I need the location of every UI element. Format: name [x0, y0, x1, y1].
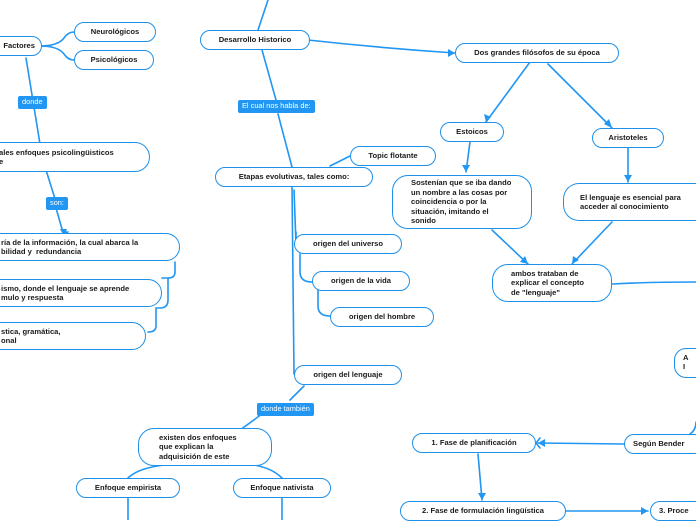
node-teoria-informacion[interactable]: ría de la información, la cual abarca la… [0, 233, 180, 261]
node-enfoque-nativista[interactable]: Enfoque nativista [233, 478, 331, 498]
tag-donde-tambien: donde también [257, 403, 314, 416]
node-psicologicos[interactable]: Psicológicos [74, 50, 154, 70]
arrowhead [604, 119, 612, 128]
arrowhead [478, 493, 486, 500]
node-lenguaje-esencial[interactable]: El lenguaje es esencial para acceder al … [563, 183, 696, 221]
arrowhead [520, 256, 528, 264]
node-enfoque-empirista[interactable]: Enfoque empirista [76, 478, 180, 498]
node-enfoques-psicolinguisticos[interactable]: ales enfoques psicolingüisticos e [0, 142, 150, 172]
tag-el-cual-nos-habla: El cual nos habla de: [238, 100, 315, 113]
connector [39, 45, 75, 61]
arrowhead [462, 165, 470, 172]
tag-son: son: [46, 197, 68, 210]
node-dos-grandes-filosofos[interactable]: Dos grandes filósofos de su época [455, 43, 619, 63]
connector [317, 289, 331, 317]
connector [161, 261, 176, 279]
node-segun-bender[interactable]: Según Bender [624, 434, 696, 454]
connector [611, 281, 696, 285]
node-sostenian[interactable]: Sostenían que se iba dando un nombre a l… [392, 175, 532, 229]
node-right-edge-a: A [683, 353, 689, 362]
connector [485, 61, 531, 123]
connector [329, 155, 351, 167]
arrowhead [448, 49, 455, 57]
node-origen-universo[interactable]: origen del universo [294, 234, 402, 254]
connector [291, 185, 295, 375]
connector [537, 442, 625, 445]
node-neurologicos[interactable]: Neurológicos [74, 22, 156, 42]
connector [39, 31, 75, 47]
node-origen-hombre[interactable]: origen del hombre [330, 307, 434, 327]
connector [547, 63, 613, 129]
connector [289, 385, 305, 401]
node-topic-flotante[interactable]: Topic flotante [350, 146, 436, 166]
connector [477, 453, 483, 501]
connector [245, 463, 283, 479]
node-ambos-trataban[interactable]: ambos trataban de explicar el concepto d… [492, 264, 612, 302]
connector [571, 221, 613, 265]
connector [239, 413, 263, 431]
connector [127, 463, 177, 479]
connector [277, 113, 293, 168]
connector [307, 39, 456, 54]
connector [491, 229, 529, 265]
node-fase-3[interactable]: 3. Proce [650, 501, 696, 521]
node-origen-lenguaje[interactable]: origen del lenguaje [294, 365, 402, 385]
node-desarrollo-historico[interactable]: Desarrollo Historico [200, 30, 310, 50]
arrowhead [641, 507, 648, 515]
connector [534, 437, 541, 449]
connector [299, 253, 313, 283]
arrowhead [60, 229, 67, 236]
tag-donde: donde [18, 96, 47, 109]
node-existen-dos-enfoques[interactable]: existen dos enfoques que explican la adq… [138, 428, 272, 466]
connector [147, 277, 169, 333]
node-etapas-evolutivas[interactable]: Etapas evolutivas, tales como: [215, 167, 373, 187]
connector [45, 169, 57, 203]
node-fase-planificacion[interactable]: 1. Fase de planificación [412, 433, 536, 453]
node-linguistica[interactable]: stica, gramática, onal [0, 322, 146, 350]
node-fase-formulacion[interactable]: 2. Fase de formulación lingüística [400, 501, 566, 521]
connector [261, 49, 277, 101]
node-factores[interactable]: Factores [0, 36, 42, 56]
node-origen-vida[interactable]: origen de la vida [312, 271, 410, 291]
connector [689, 421, 696, 435]
arrowhead [484, 114, 491, 122]
connector [257, 0, 269, 31]
node-right-edge[interactable]: A I [674, 348, 696, 378]
node-conductismo[interactable]: ismo, donde el lenguaje se aprende mulo … [0, 279, 162, 307]
node-aristoteles[interactable]: Aristoteles [592, 128, 664, 148]
arrowhead [538, 439, 545, 447]
arrowhead [572, 256, 579, 264]
arrowhead [624, 175, 632, 182]
node-estoicos[interactable]: Estoicos [440, 122, 504, 142]
node-right-edge-b: I [683, 362, 686, 372]
